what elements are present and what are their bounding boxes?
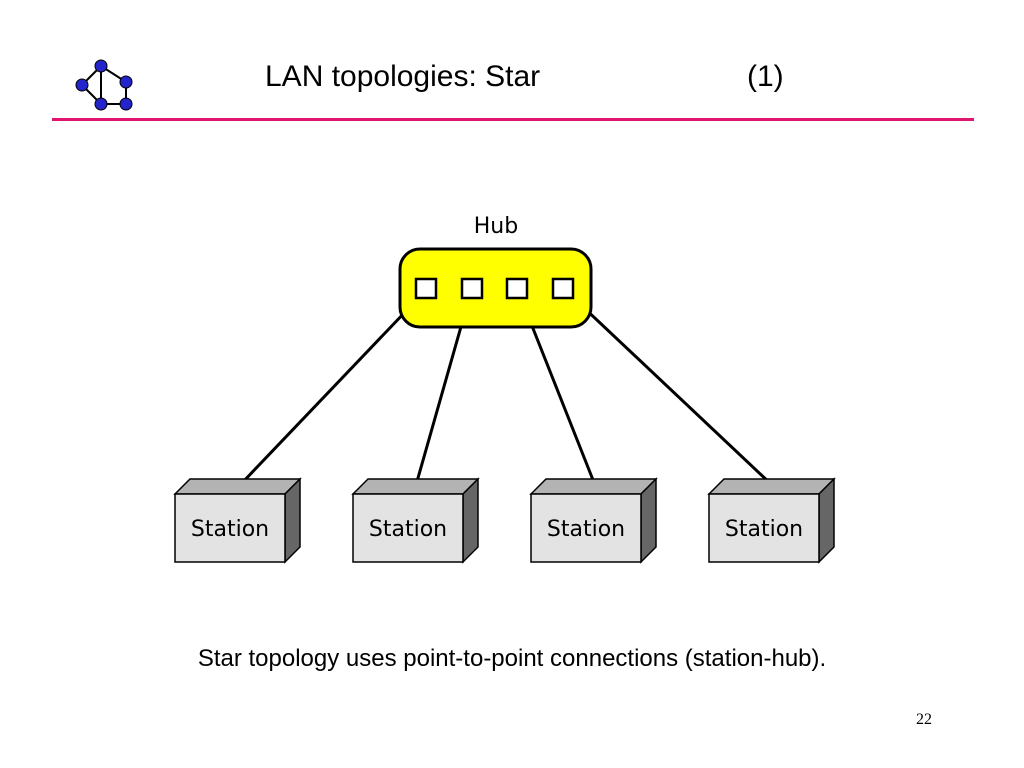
title-underline bbox=[52, 118, 974, 121]
station-side bbox=[640, 477, 657, 564]
slide-caption: Star topology uses point-to-point connec… bbox=[197, 645, 827, 672]
station-top bbox=[707, 478, 836, 495]
hub-port bbox=[460, 277, 484, 300]
slide-title-number: (1) bbox=[747, 60, 784, 93]
station-side bbox=[284, 477, 301, 564]
station-front bbox=[174, 493, 286, 563]
hub-port bbox=[505, 277, 529, 300]
slide-title: LAN topologies: Star bbox=[265, 60, 541, 93]
station-side bbox=[818, 477, 835, 564]
hub: Hub bbox=[398, 214, 593, 329]
hub-port bbox=[414, 277, 438, 300]
station-top bbox=[173, 478, 302, 495]
station-label: Station bbox=[725, 517, 803, 542]
station: Station bbox=[707, 477, 836, 564]
station: Station bbox=[173, 477, 302, 564]
hub-label: Hub bbox=[474, 214, 518, 239]
station-front bbox=[530, 493, 642, 563]
station-side bbox=[462, 477, 479, 564]
station-label: Station bbox=[191, 517, 269, 542]
station-label: Station bbox=[547, 517, 625, 542]
station: Station bbox=[351, 477, 480, 564]
station-top bbox=[529, 478, 658, 495]
station-front bbox=[352, 493, 464, 563]
page-number: 22 bbox=[916, 711, 932, 728]
station-front bbox=[708, 493, 820, 563]
connection-line bbox=[238, 286, 430, 487]
station: Station bbox=[529, 477, 658, 564]
hub-port bbox=[551, 277, 575, 300]
connection-line bbox=[561, 286, 774, 487]
station-top bbox=[351, 478, 480, 495]
station-label: Station bbox=[369, 517, 447, 542]
hub-body bbox=[398, 247, 593, 329]
